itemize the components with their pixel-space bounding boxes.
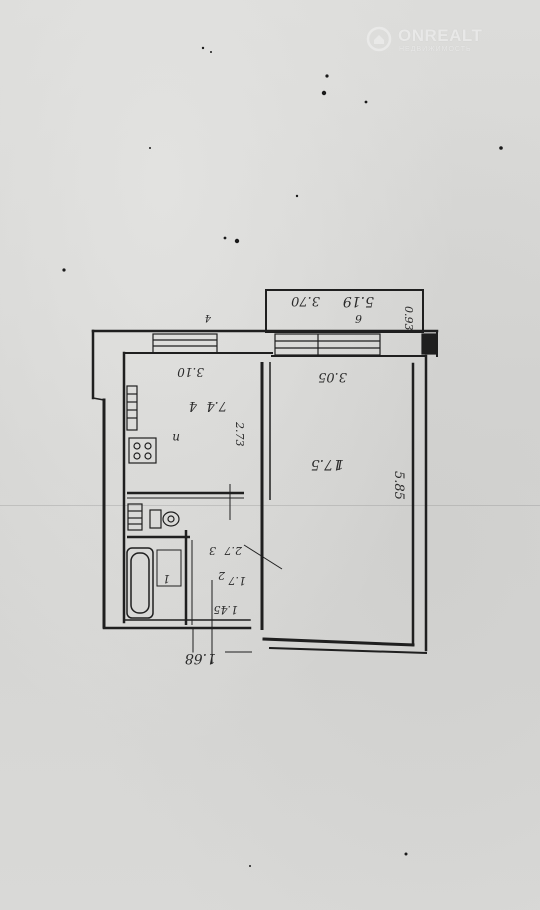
label-room-area: 17.5	[311, 456, 342, 472]
label-balcony-number: 6	[355, 312, 362, 325]
label-balcony-depth: 0.93	[402, 306, 415, 331]
kitchen-radiator	[126, 385, 138, 431]
bathtub	[126, 547, 154, 619]
plan-labels: 4 3.70 5.19 6 0.93 3.10 4 7.4 2.73 п 3.0…	[163, 293, 415, 666]
exterior-walls	[91, 329, 439, 655]
label-top-letter: 4	[205, 312, 212, 323]
label-wc-area: 1.7	[229, 574, 247, 587]
label-balcony-width: 3.70	[291, 293, 320, 308]
bathroom-sink	[127, 503, 143, 531]
watermark-brand: ONREALT	[398, 26, 483, 45]
label-bathroom-number: 3	[209, 544, 216, 557]
label-kitchen-number: 4	[189, 398, 198, 413]
utility-box	[156, 549, 182, 587]
paper-fold-line	[0, 505, 540, 506]
label-hall-area: 1.45	[214, 603, 239, 616]
label-kitchen-width: 3.10	[177, 365, 204, 379]
label-entrance-dim: 1.68	[185, 650, 216, 666]
toilet	[149, 509, 180, 529]
label-room-number: 1	[336, 456, 344, 471]
label-hall-number: 1	[163, 572, 170, 585]
label-wc-number: 2	[218, 569, 226, 582]
label-room-width: 3.05	[318, 369, 347, 384]
label-bathroom-area: 2.7	[225, 544, 244, 557]
label-room-depth: 5.85	[391, 471, 406, 500]
windows	[152, 333, 437, 356]
interior-walls	[127, 362, 283, 664]
onrealt-logo-icon	[366, 26, 392, 52]
watermark-tagline: НЕДВИЖИМОСТЬ	[399, 46, 472, 53]
label-kitchen-depth: 2.73	[233, 421, 246, 447]
watermark: ONREALT НЕДВИЖИМОСТЬ	[366, 24, 526, 58]
label-balcony-area: 5.19	[343, 293, 374, 309]
kitchen-stove	[128, 437, 157, 464]
label-kitchen-stove: п	[172, 431, 180, 445]
label-kitchen-area: 7.4	[206, 398, 227, 413]
ink-specks	[62, 46, 503, 867]
